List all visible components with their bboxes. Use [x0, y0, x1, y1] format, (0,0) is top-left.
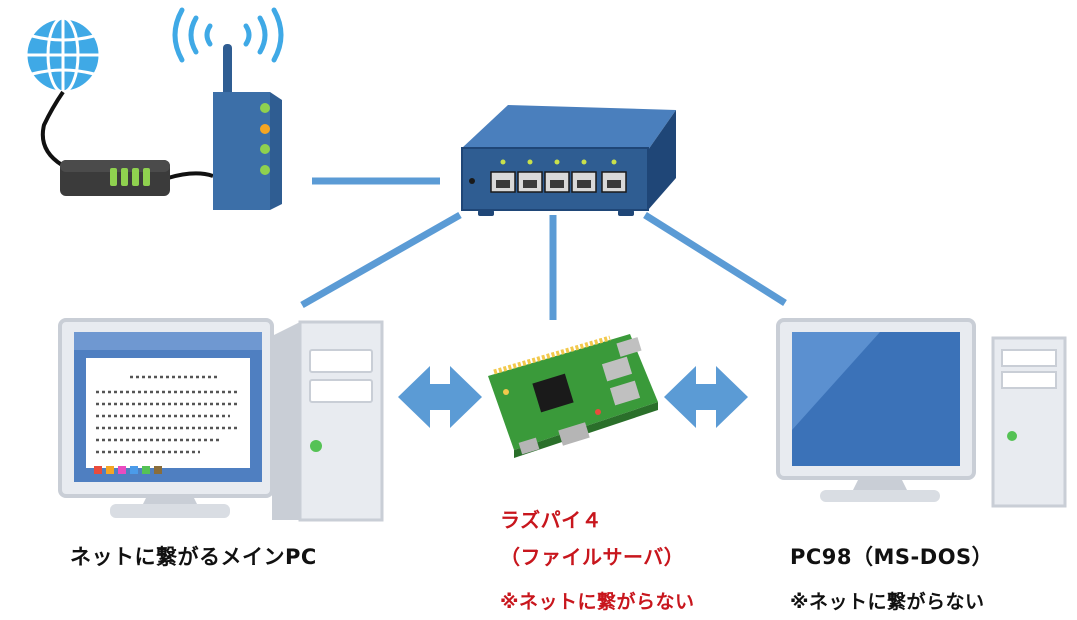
network-cables [300, 177, 787, 320]
main-pc-label: ネットに繋がるメインPC [70, 545, 317, 569]
double-arrow-icon [398, 366, 482, 428]
modem-icon [60, 160, 170, 196]
main-pc-color-swatches [94, 466, 162, 474]
pc98-note: ※ネットに繋がらない [790, 591, 985, 613]
network-switch-icon [461, 105, 676, 216]
main-pc-document-text [96, 375, 240, 454]
raspberry-pi-label: ラズパイ４ [500, 508, 603, 532]
main-pc-icon [58, 318, 384, 522]
globe-icon [24, 16, 102, 94]
double-arrow-icon [664, 366, 748, 428]
wifi-waves-icon [172, 7, 284, 63]
cable-switch-pc98 [643, 212, 787, 306]
wifi-router-icon [172, 7, 284, 210]
cable-switch-mainpc [300, 211, 462, 309]
cable-modem-router [167, 171, 214, 180]
raspberry-pi-note: ※ネットに繋がらない [500, 591, 695, 613]
raspberry-pi-role-label: （ファイルサーバ） [500, 545, 685, 569]
raspberry-pi-icon [488, 334, 658, 458]
pc98-icon [776, 318, 1067, 508]
cable-globe-modem [40, 90, 65, 167]
pc98-label: PC98（MS-DOS） [790, 545, 994, 569]
